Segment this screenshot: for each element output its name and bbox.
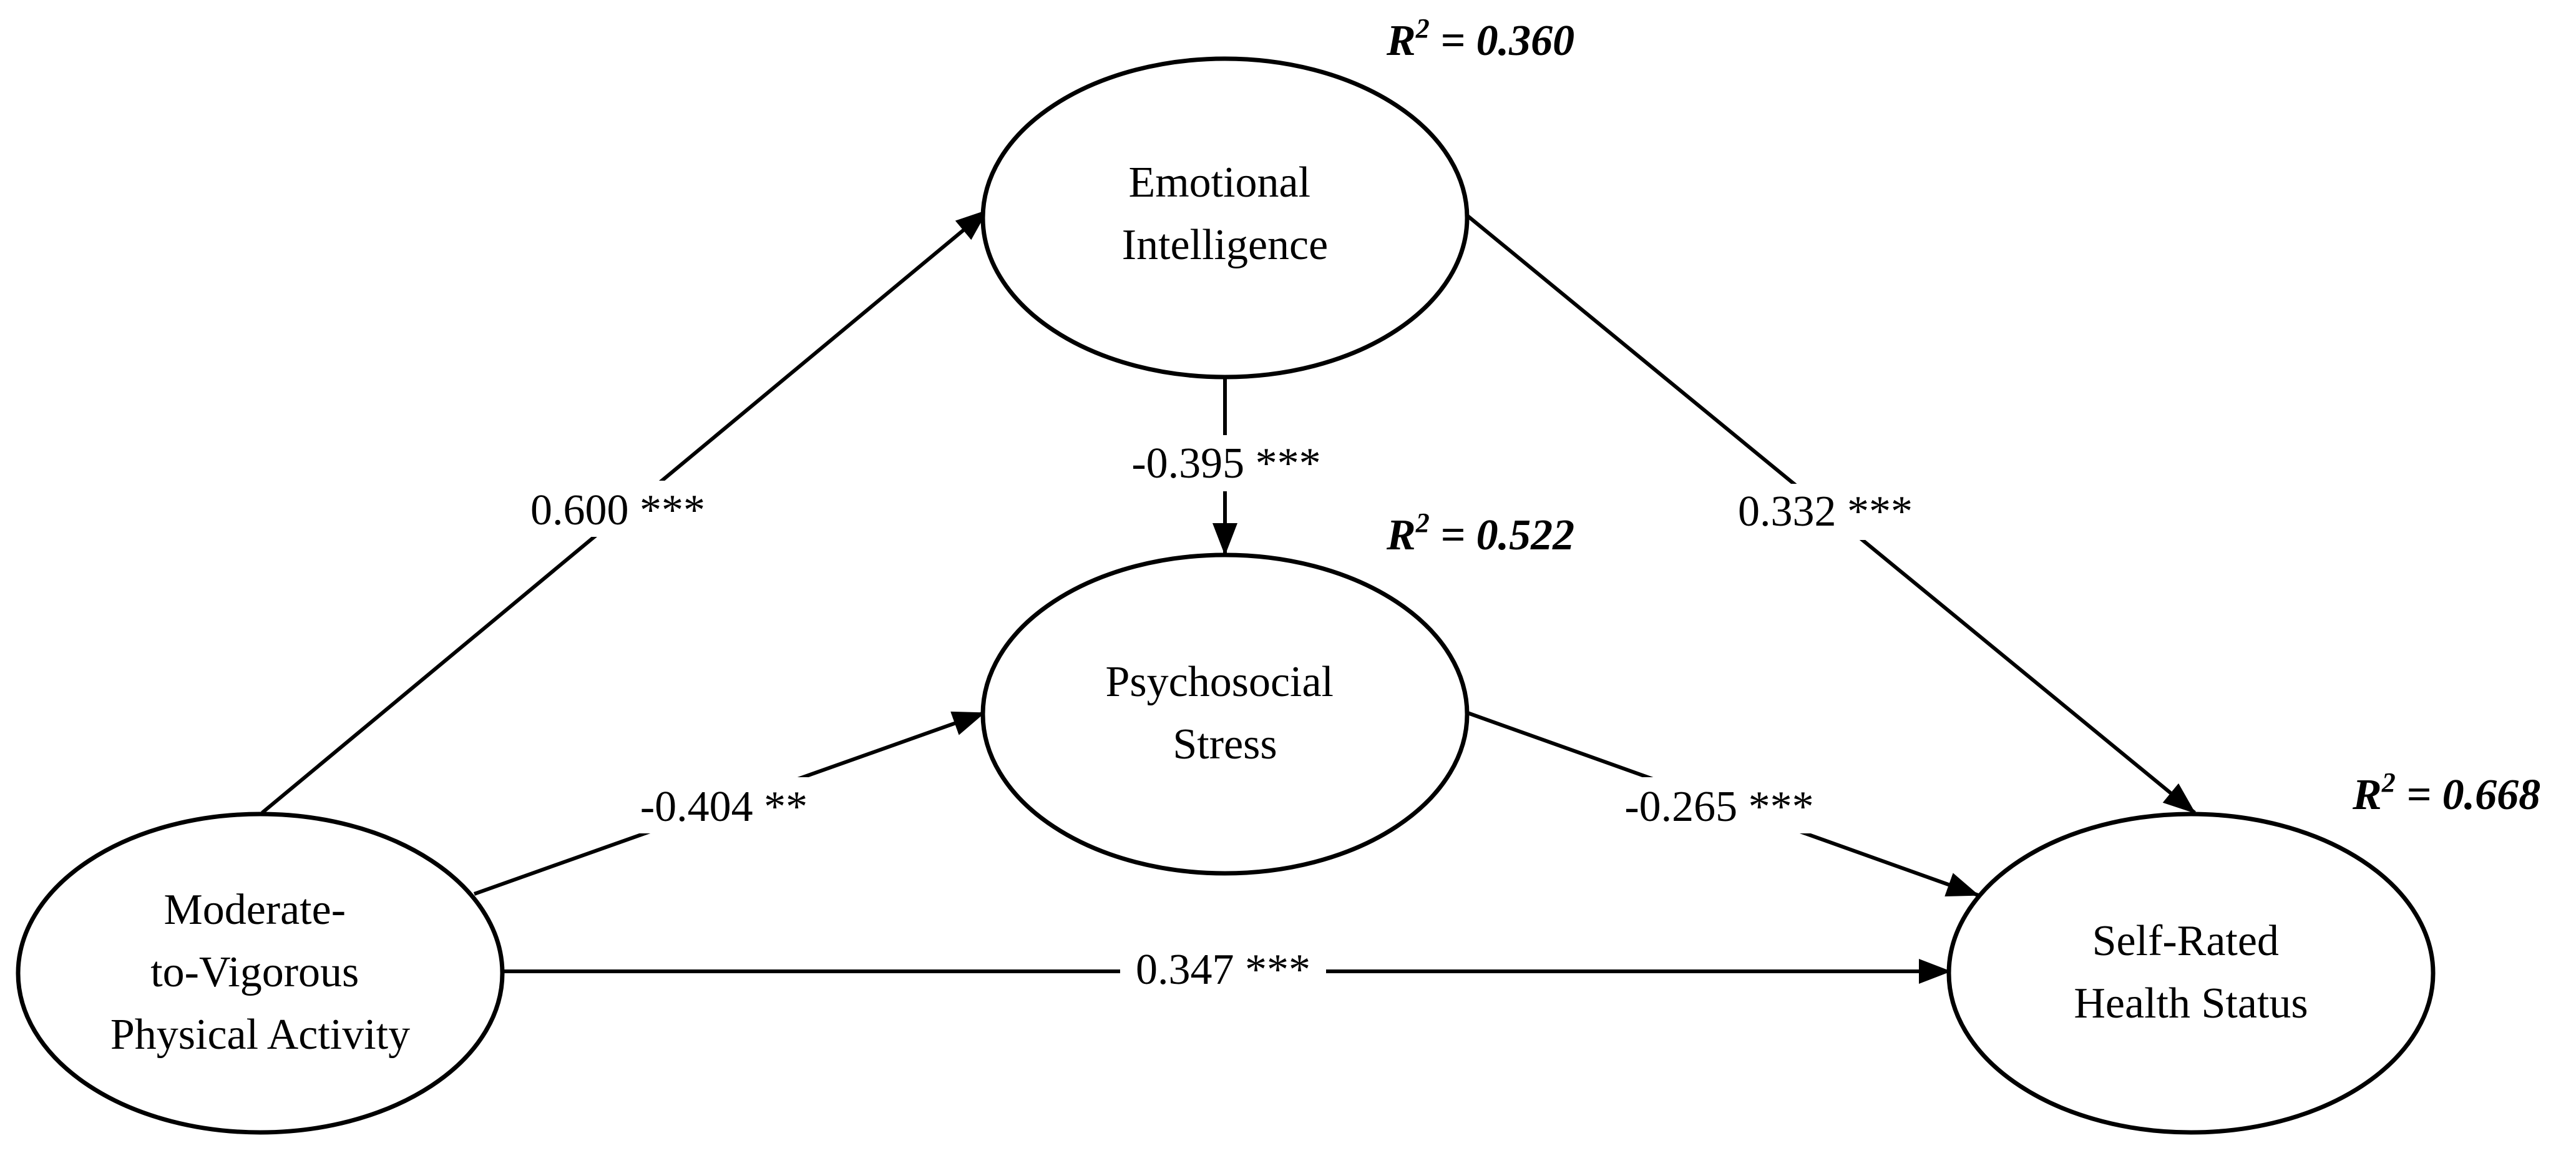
node-psychosocial-stress-label: Psychosocial Stress bbox=[1105, 658, 1344, 768]
coef-pa-to-srh-bg bbox=[1120, 941, 1326, 998]
coef-pa-to-ps-bg bbox=[624, 777, 824, 833]
coef-ei-to-srh: 0.332 *** bbox=[1738, 488, 1913, 536]
node-self-rated-health-label: Self-Rated Health Status bbox=[2074, 917, 2308, 1028]
coef-ps-to-srh-bg bbox=[1607, 777, 1832, 833]
coef-pa-to-ei-bg bbox=[518, 481, 718, 537]
node-emotional-intelligence bbox=[980, 56, 1470, 380]
coef-ei-to-ps-bg bbox=[1114, 435, 1339, 491]
node-physical-activity bbox=[16, 812, 505, 1135]
node-emotional-intelligence-label: Emotional Intelligence bbox=[1122, 159, 1328, 269]
coef-pa-to-ps: -0.404 ** bbox=[640, 783, 807, 831]
node-physical-activity-label: Moderate- to-Vigorous Physical Activity bbox=[110, 886, 410, 1059]
node-psychosocial-stress bbox=[980, 552, 1470, 876]
coef-pa-to-ei: 0.600 *** bbox=[530, 486, 705, 534]
coef-ei-to-srh-bg bbox=[1722, 484, 1928, 540]
node-self-rated-health bbox=[1946, 812, 2436, 1135]
r2-psychosocial-stress: R2 = 0.522 bbox=[1386, 508, 1574, 559]
r2-self-rated-health: R2 = 0.668 bbox=[2352, 767, 2540, 819]
coef-pa-to-srh: 0.347 *** bbox=[1136, 946, 1310, 994]
coef-ei-to-ps: -0.395 *** bbox=[1131, 439, 1320, 488]
r2-emotional-intelligence: R2 = 0.360 bbox=[1386, 13, 1574, 65]
coef-ps-to-srh: -0.265 *** bbox=[1624, 783, 1813, 831]
